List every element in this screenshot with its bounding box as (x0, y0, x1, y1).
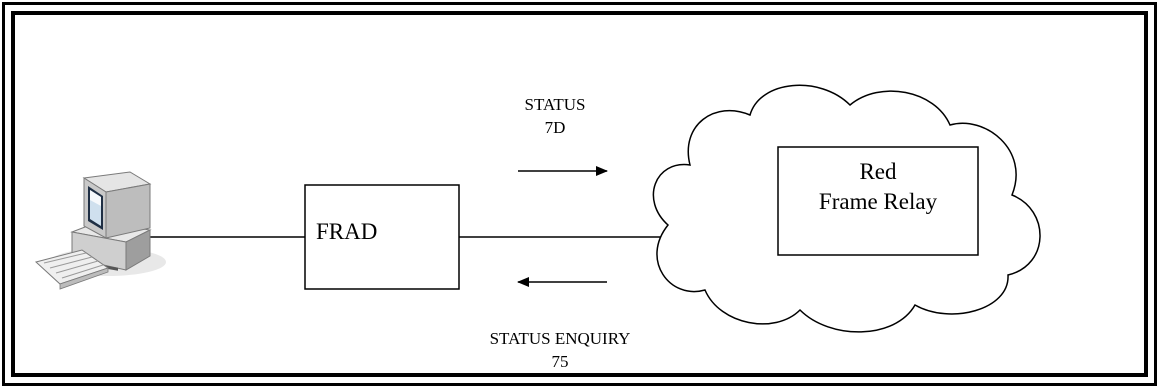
status-enquiry-label-line2: 75 (551, 352, 569, 371)
frame-relay-label-line2: Frame Relay (818, 189, 938, 214)
desktop-computer-icon (34, 171, 166, 290)
status-label: STATUS 7D (490, 93, 620, 139)
status-enquiry-label: STATUS ENQUIRY 75 (450, 327, 670, 373)
outer-frame (2, 2, 1157, 386)
frad-label: FRAD (316, 219, 378, 244)
frame-relay-label-line1: Red (859, 159, 897, 184)
inner-frame (11, 11, 1148, 377)
status-label-line2: 7D (544, 118, 566, 137)
frame-relay-label: Red Frame Relay (778, 157, 978, 217)
status-label-line1: STATUS (524, 95, 586, 114)
frad-box (304, 184, 460, 290)
status-enquiry-label-line1: STATUS ENQUIRY (489, 329, 631, 348)
frame-relay-box (777, 146, 979, 256)
